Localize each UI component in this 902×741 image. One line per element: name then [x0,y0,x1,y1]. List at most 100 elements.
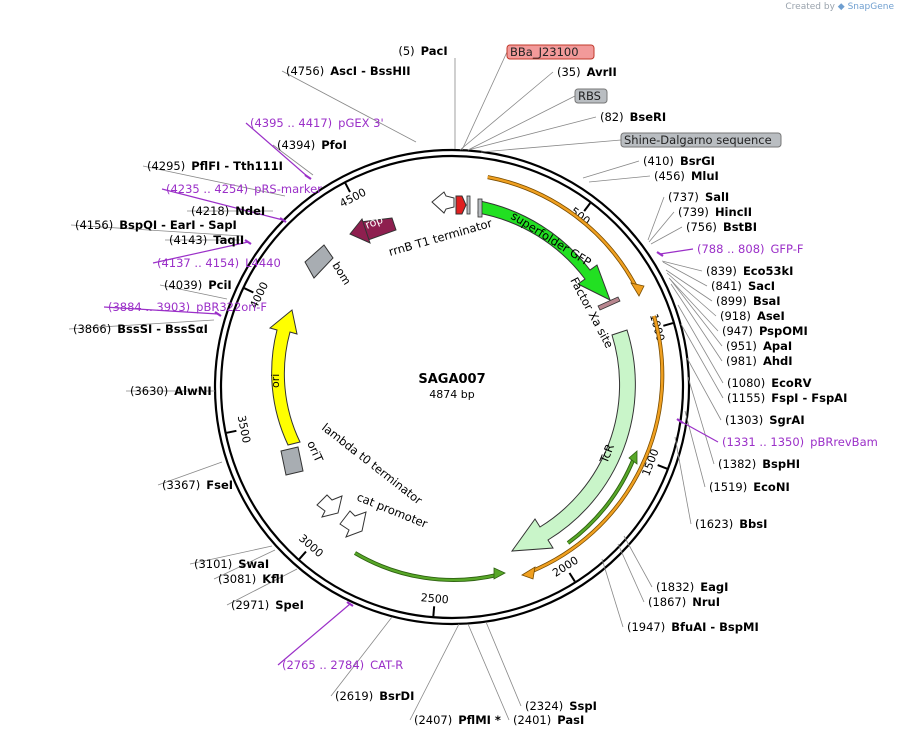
enzyme-label: (841)SacI [711,279,775,293]
primer-leader [679,420,719,443]
enzyme-leader [661,260,703,272]
enzyme-leader [330,616,393,697]
enzyme-name: BspHI [762,457,800,471]
enzyme-position: (410) [643,154,674,168]
enzyme-name: SspI [569,699,597,713]
leader-lines [68,51,724,721]
feature-box-label: BBa_J23100 [510,45,579,59]
enzyme-name: SacI [748,279,775,293]
enzyme-position: (5) [398,44,414,58]
enzyme-name: BssSI - BssSαI [117,322,208,336]
enzyme-leader [189,545,273,565]
superfolder-gfp-arrow [477,200,611,302]
enzyme-label: (2619)BsrDI [335,689,414,703]
primer-name: pBR322ori-F [196,300,267,314]
enzyme-name: ApaI [763,339,792,353]
enzyme-name: PflFI - Tth111I [191,159,283,173]
enzyme-label: (1519)EcoNI [709,480,790,494]
enzyme-name: SwaI [238,557,269,571]
enzyme-leader [648,211,675,243]
enzyme-leader [665,269,713,302]
enzyme-position: (1832) [656,580,694,594]
enzyme-name: EcoNI [753,480,789,494]
enzyme-label: (739)HincII [678,205,752,219]
enzyme-leader [467,623,510,721]
enzyme-label: (35)AvrII [557,65,617,79]
scale-tick-label: 2000 [550,554,581,580]
enzyme-leader [213,549,276,580]
enzyme-position: (456) [654,169,685,183]
plasmid-length: 4874 bp [429,388,474,401]
primer-position: (4137 .. 4154) [157,256,239,270]
credit-prefix: Created by [785,2,835,12]
feature-leader [461,51,508,151]
feature-arrows [268,191,636,552]
enzyme-position: (1080) [727,376,765,390]
enzyme-label: (1080) EcoRV [727,376,812,390]
enzyme-leader [677,304,724,384]
primer-label: (3884 .. 3903)pBR322ori-F [108,300,267,314]
primer-site-mark [214,311,222,317]
enzyme-label: (3630)AlwNI [130,384,212,398]
enzyme-label: (3866)BssSI - BssSαI [73,322,208,336]
rop-arrowhead [349,217,371,244]
enzyme-name: NruI [692,595,720,609]
enzyme-position: (4756) [286,64,324,78]
enzyme-leader [226,568,298,606]
enzyme-label: (2401) PasI [513,713,584,727]
enzyme-name: BstBI [723,220,757,234]
enzyme-name: FspI - FspAI [771,391,847,405]
primer-label: (4235 .. 4254) pRS-marker [166,182,322,196]
annotation-arcs [353,175,665,582]
primer-leader [161,188,284,221]
enzyme-position: (2324) [525,699,563,713]
scale-tick [663,322,674,327]
enzyme-leader [459,71,554,151]
enzyme-position: (918) [720,309,751,323]
feature-box [620,132,782,148]
enzyme-name: PasI [557,713,584,727]
scale-tick [298,550,307,560]
enzyme-name: AhdI [763,354,793,368]
enzyme-name: AvrII [587,65,617,79]
enzyme-leader [485,621,522,707]
enzyme-position: (1623) [695,517,733,531]
scale-tick-label: 2500 [420,591,449,606]
primer-site-mark [656,251,664,257]
enzyme-position: (3101) [194,557,232,571]
primer-site-mark [244,239,252,245]
enzyme-name: PciI [208,278,231,292]
enzyme-position: (1867) [648,595,686,609]
enzyme-name: BsrDI [379,689,414,703]
backbone [213,148,691,626]
primer-position: (2765 .. 2784) [282,658,364,672]
enzyme-position: (4143) [169,233,207,247]
primer-name: pRS-marker [254,182,322,196]
enzyme-label: (3101) SwaI [194,557,269,571]
primer-leader [277,603,351,666]
enzyme-position: (2401) [513,713,551,727]
enzyme-name: EcoRV [771,376,811,390]
enzyme-label: (1155)FspI - FspAI [727,391,847,405]
enzyme-leader [684,410,706,488]
enzyme-name: KflI [262,572,284,586]
enzyme-position: (1947) [627,620,665,634]
enzyme-name: SgrAI [769,413,804,427]
primer-label: (2765 .. 2784)CAT-R [282,658,403,672]
primer-name: GFP-F [771,242,804,256]
enzyme-position: (2407) [414,713,452,727]
enzyme-name: AseI [757,309,785,323]
primer-leader [103,306,219,315]
enzyme-label: (4394)PfoI [277,138,347,152]
enzyme-leader [588,175,651,183]
factor-xa-mark [597,296,621,311]
enzyme-position: (4156) [75,218,113,232]
primer-leader [245,122,309,178]
enzyme-position: (82) [600,110,624,124]
enzyme-position: (1382) [718,457,756,471]
feature-leader [467,95,576,151]
plasmid-name: SAGA007 [418,372,485,387]
primer-position: (4235 .. 4254) [166,182,248,196]
enzyme-name: NdeI [235,204,265,218]
enzyme-name: BspQI - EarI - SapI [119,218,237,232]
